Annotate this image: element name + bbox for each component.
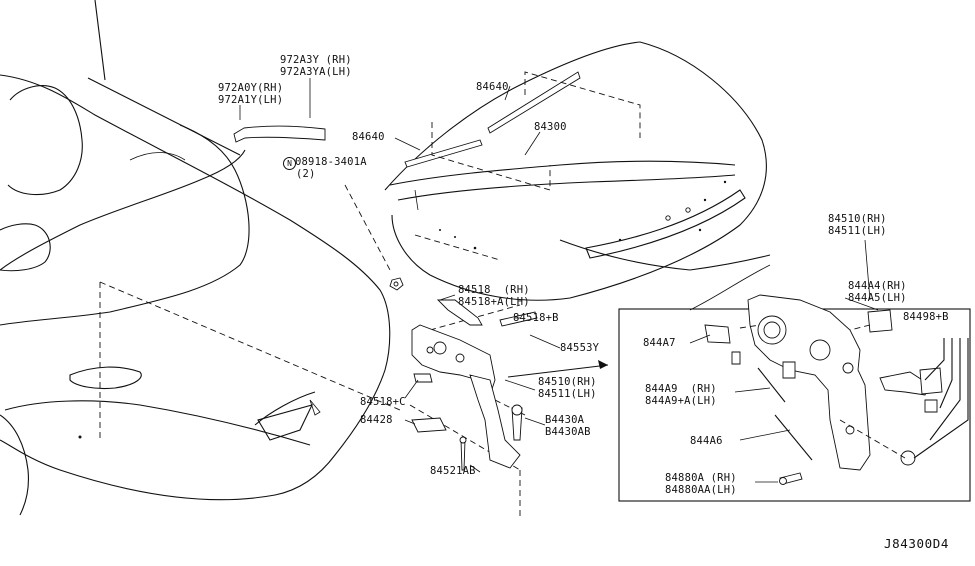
label-972a1y: 972A1Y(LH) (218, 94, 284, 106)
label-84430a: B4430A (545, 414, 585, 426)
label-84300: 84300 (534, 121, 567, 133)
label-08918-3401a: 08918-3401A (295, 156, 367, 168)
hood-outline (384, 41, 771, 301)
hinge-assembly-center (389, 277, 609, 471)
car-body-left (0, 0, 391, 516)
label-84498b: 84498+B (903, 311, 949, 323)
label-84553y: 84553Y (560, 342, 600, 354)
weatherstrip-parts (233, 71, 581, 168)
label-844a9: 844A9 (RH) (645, 383, 717, 395)
label-84521ab: 84521AB (430, 465, 476, 477)
nut-symbol-icon: N (283, 157, 296, 170)
label-84880a: 84880A (RH) (665, 472, 737, 484)
label-84511-mid: 84511(LH) (538, 388, 597, 400)
leader-lines (239, 78, 879, 483)
label-972a3y: 972A3Y (RH) (280, 54, 352, 66)
label-84640-left: 84640 (352, 131, 385, 143)
hinge-assembly-detail (704, 294, 969, 485)
label-844a6: 844A6 (690, 435, 723, 447)
label-84428: 84428 (360, 414, 393, 426)
label-972a0y: 972A0Y(RH) (218, 82, 284, 94)
label-84518c: 84518+C (360, 396, 406, 408)
label-844a9a: 844A9+A(LH) (645, 395, 717, 407)
label-84511-box: 84511(LH) (828, 225, 887, 237)
label-844a5: 844A5(LH) (848, 292, 907, 304)
label-84430ab: B4430AB (545, 426, 591, 438)
label-84518: 84518 (RH) (458, 284, 530, 296)
label-84518a: 84518+A(LH) (458, 296, 530, 308)
label-84510-mid: 84510(RH) (538, 376, 597, 388)
label-84640-top: 84640 (476, 81, 509, 93)
label-08918-qty: (2) (296, 168, 316, 180)
label-844a4: 844A4(RH) (848, 280, 907, 292)
label-972a3ya: 972A3YA(LH) (280, 66, 352, 78)
label-844a7: 844A7 (643, 337, 676, 349)
label-84518b: 84518+B (513, 312, 559, 324)
diagram-code: J84300D4 (884, 536, 950, 551)
label-84510-box: 84510(RH) (828, 213, 887, 225)
label-84880aa: 84880AA(LH) (665, 484, 737, 496)
